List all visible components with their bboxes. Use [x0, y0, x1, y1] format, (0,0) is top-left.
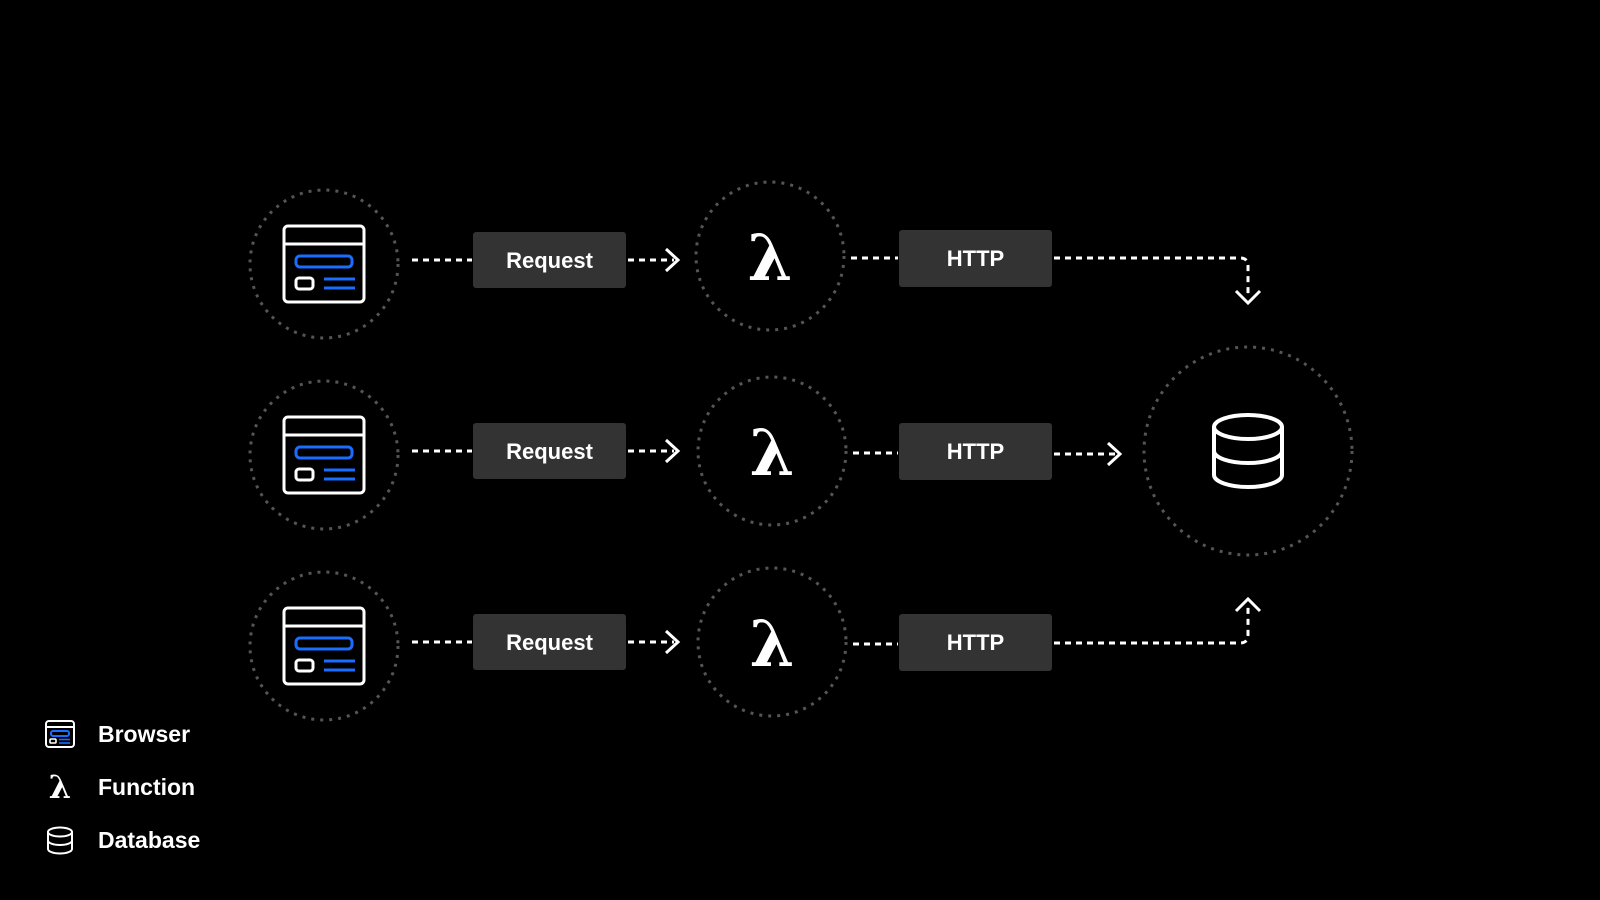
http-to-database-connector — [1054, 256, 1250, 298]
arrowhead-up-icon — [1234, 596, 1262, 613]
function-node-1[interactable] — [694, 180, 846, 332]
legend: Browser λ Function Database — [44, 718, 304, 877]
legend-label-function: Function — [98, 774, 196, 800]
arrowhead-right-icon — [1106, 441, 1123, 467]
request-label: Request — [506, 439, 593, 464]
flow-row-3: Request λ HTTP — [248, 566, 1262, 722]
http-label-box[interactable]: HTTP — [899, 614, 1052, 671]
request-label-box[interactable]: Request — [473, 423, 626, 479]
browser-node-1[interactable] — [248, 188, 400, 340]
request-label-box[interactable]: Request — [473, 232, 626, 288]
arrowhead-down-icon — [1234, 289, 1262, 306]
http-to-database-connector — [1054, 604, 1250, 645]
browser-icon — [282, 415, 366, 495]
browser-icon — [282, 224, 366, 304]
legend-item-browser: Browser — [44, 718, 304, 750]
database-icon — [1212, 413, 1284, 489]
browser-icon — [45, 720, 75, 748]
legend-item-function: λ Function — [44, 771, 304, 803]
browser-icon — [282, 606, 366, 686]
arrowhead-right-icon — [664, 629, 681, 655]
browser-node-3[interactable] — [248, 570, 400, 722]
database-icon — [47, 826, 73, 855]
arrowhead-right-icon — [664, 438, 681, 464]
lambda-icon: λ — [750, 607, 795, 682]
function-node-2[interactable] — [696, 375, 848, 527]
legend-item-database: Database — [44, 824, 304, 856]
http-label-box[interactable]: HTTP — [899, 423, 1052, 480]
http-label: HTTP — [947, 246, 1004, 271]
browser-node-2[interactable] — [248, 379, 400, 531]
arrowhead-right-icon — [664, 247, 681, 273]
legend-label-database: Database — [98, 827, 201, 853]
database-node[interactable] — [1142, 345, 1354, 557]
request-label-box[interactable]: Request — [473, 614, 626, 670]
lambda-icon: λ — [48, 768, 72, 806]
http-label: HTTP — [947, 630, 1004, 655]
lambda-icon: λ — [750, 416, 795, 491]
flow-row-2: Request λ HTTP — [248, 375, 1123, 531]
flow-row-1: Request λ HTTP — [248, 180, 1262, 340]
legend-label-browser: Browser — [98, 721, 191, 747]
function-node-3[interactable] — [696, 566, 848, 718]
request-label: Request — [506, 248, 593, 273]
request-label: Request — [506, 630, 593, 655]
http-label-box[interactable]: HTTP — [899, 230, 1052, 287]
lambda-icon: λ — [748, 221, 793, 296]
http-label: HTTP — [947, 439, 1004, 464]
